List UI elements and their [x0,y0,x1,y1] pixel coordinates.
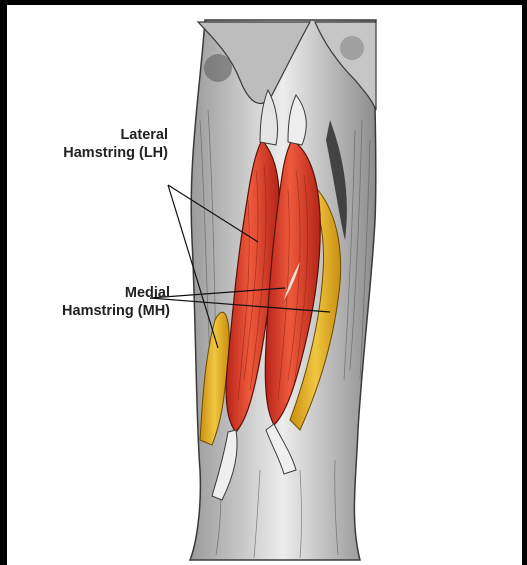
lateral-label-line1: Lateral [36,126,168,144]
medial-label-line2: Hamstring (MH) [30,302,170,320]
medial-hamstring-label: Medial Hamstring (MH) [30,284,170,320]
lateral-hamstring-label: Lateral Hamstring (LH) [36,126,168,162]
lateral-label-line2: Hamstring (LH) [36,144,168,162]
medial-label-line1: Medial [30,284,170,302]
